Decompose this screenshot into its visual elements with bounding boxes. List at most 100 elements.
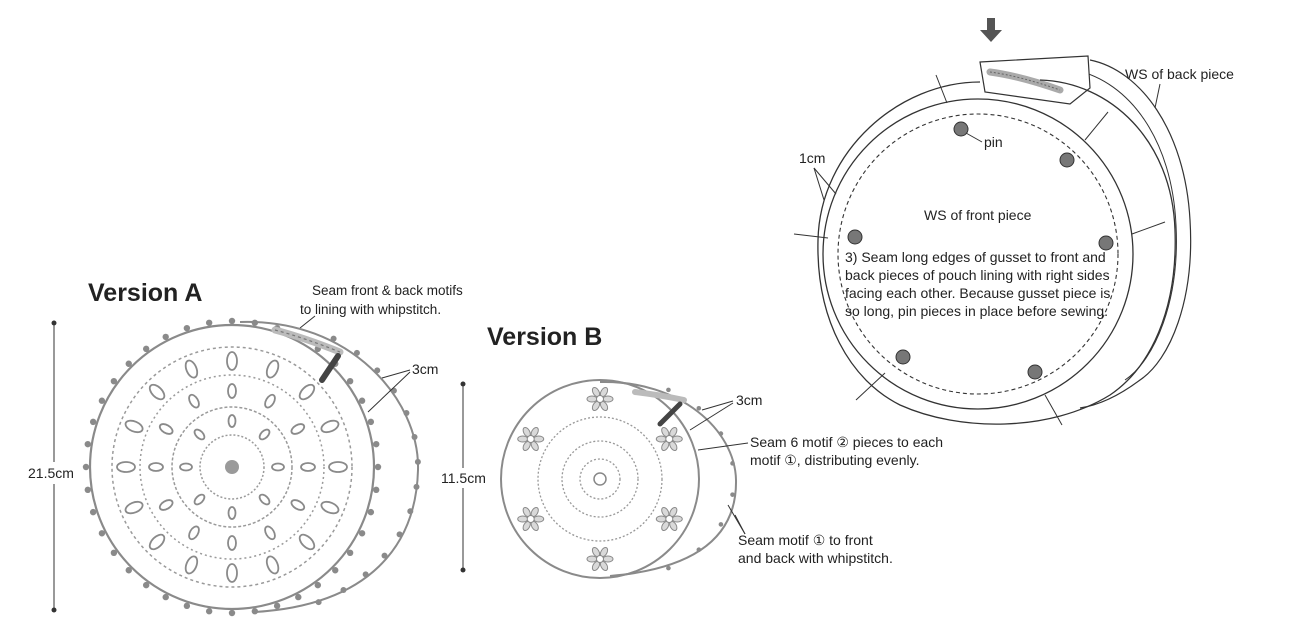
- gusset-stitch: [396, 531, 403, 538]
- edge-picot: [228, 609, 236, 617]
- version-b-small-motifs: [517, 386, 683, 572]
- flower-petal: [655, 435, 667, 443]
- gusset-stitch: [330, 335, 337, 342]
- lining-gusset-stitching-detail: [989, 71, 1061, 91]
- version-a-motif-ring-1: [171, 406, 293, 528]
- lining-back-piece-edge: [1079, 59, 1192, 409]
- lining-instruction-line3: facing each other. Because gusset piece …: [845, 285, 1110, 301]
- flower-petal: [586, 395, 598, 403]
- flower-petal: [671, 515, 683, 523]
- version-a-height-top-dot: [51, 320, 57, 326]
- lining-tick-lower-left: [855, 372, 886, 401]
- version-a-needle-icon: [319, 353, 341, 383]
- version-b-height-label-bg: [438, 468, 490, 488]
- petal: [264, 525, 276, 541]
- petal: [298, 383, 316, 401]
- petal: [116, 461, 136, 473]
- edge-picot: [125, 360, 132, 367]
- petal: [148, 383, 166, 401]
- version-a-group: Version A Seam front & back motifs to li…: [22, 279, 463, 617]
- lining-pin-label: pin: [984, 134, 1003, 150]
- gusset-stitch: [353, 349, 360, 356]
- gusset-stitch: [696, 547, 702, 553]
- version-b-width-leader-2: [689, 402, 734, 431]
- flower-center: [665, 435, 674, 443]
- petal: [227, 383, 237, 399]
- version-b-height-label: 11.5cm: [441, 470, 486, 486]
- flower-petal: [602, 395, 614, 403]
- gusset-stitch: [381, 552, 388, 559]
- lining-back-label: WS of back piece: [1125, 66, 1234, 82]
- lining-back-leader: [1154, 83, 1161, 109]
- gusset-stitch: [315, 599, 322, 606]
- version-a-motif-ring-0: [199, 434, 265, 500]
- petal: [179, 462, 193, 472]
- petal: [227, 535, 237, 551]
- version-b-height-top-dot: [460, 381, 466, 387]
- flower-center: [665, 515, 674, 523]
- flower-center: [526, 435, 535, 443]
- gusset-stitch: [718, 522, 724, 527]
- version-a-gusset-stitches: [315, 335, 421, 606]
- edge-picot: [142, 345, 150, 353]
- version-b-group: Version B 11.5cm 3cm Seam 6 motif ② piec…: [438, 323, 943, 579]
- lining-instruction-line1: 3) Seam long edges of gusset to front an…: [845, 249, 1106, 265]
- petal: [265, 555, 280, 575]
- edge-picot: [373, 440, 380, 448]
- version-a-seam-stitching-detail: [274, 329, 341, 353]
- pin-icon: [953, 121, 969, 137]
- gusset-stitch: [730, 461, 735, 466]
- version-b-seam6-line1: Seam 6 motif ② pieces to each: [750, 434, 943, 450]
- gusset-stitch: [414, 458, 421, 465]
- version-a-title: Version A: [88, 279, 202, 307]
- lining-front-label: WS of front piece: [924, 207, 1032, 223]
- flower-petal: [655, 515, 667, 523]
- gusset-stitch: [696, 405, 702, 411]
- edge-picot: [332, 567, 339, 574]
- version-a-motif-petals: [116, 351, 348, 583]
- petal: [320, 500, 340, 515]
- version-b-seam6-line2: motif ①, distributing evenly.: [750, 452, 919, 468]
- version-b-motif-ring-2: [537, 416, 663, 542]
- edge-picot: [273, 602, 281, 610]
- edge-picot: [162, 333, 169, 341]
- gusset-stitch: [730, 492, 735, 497]
- flower-center: [596, 395, 604, 403]
- petal: [184, 555, 199, 575]
- version-a-motif-outline: [88, 323, 376, 611]
- version-a-motif-edge-picots: [82, 317, 382, 617]
- flower-petal: [602, 555, 614, 563]
- gusset-stitch: [666, 387, 671, 393]
- version-a-motif-center: [225, 460, 239, 474]
- edge-picot: [367, 508, 375, 516]
- version-b-gusset-edge: [599, 380, 738, 577]
- version-a-height-label: 21.5cm: [28, 465, 74, 481]
- petal: [320, 419, 340, 434]
- arrow-down-icon: [980, 18, 1002, 42]
- lining-back-piece-inner-edge: [1074, 69, 1177, 381]
- gusset-stitch: [340, 586, 347, 593]
- edge-picot: [346, 549, 354, 557]
- version-a-seam-note-line2: to lining with whipstitch.: [300, 302, 441, 317]
- version-a-width-label: 3cm: [412, 361, 438, 377]
- gusset-stitch: [411, 434, 418, 441]
- edge-picot: [84, 440, 91, 448]
- petal: [227, 414, 237, 428]
- flower-petal: [517, 435, 529, 443]
- version-b-motif-ring-1: [561, 440, 639, 518]
- edge-picot: [251, 608, 259, 615]
- version-b-seam1-line1: Seam motif ① to front: [738, 532, 873, 548]
- lining-tick-lower-right: [1044, 394, 1063, 426]
- edge-picot: [183, 602, 191, 610]
- lining-tick-right: [1131, 221, 1166, 235]
- lining-front-piece-outer: [817, 79, 1176, 425]
- petal: [193, 428, 206, 441]
- flower-petal: [586, 555, 598, 563]
- version-b-motif-ring-0: [579, 458, 621, 500]
- petal: [188, 525, 200, 541]
- edge-picot: [98, 397, 106, 404]
- petal: [290, 423, 306, 435]
- lining-seam-allowance-line: [837, 113, 1119, 395]
- petal: [184, 359, 199, 379]
